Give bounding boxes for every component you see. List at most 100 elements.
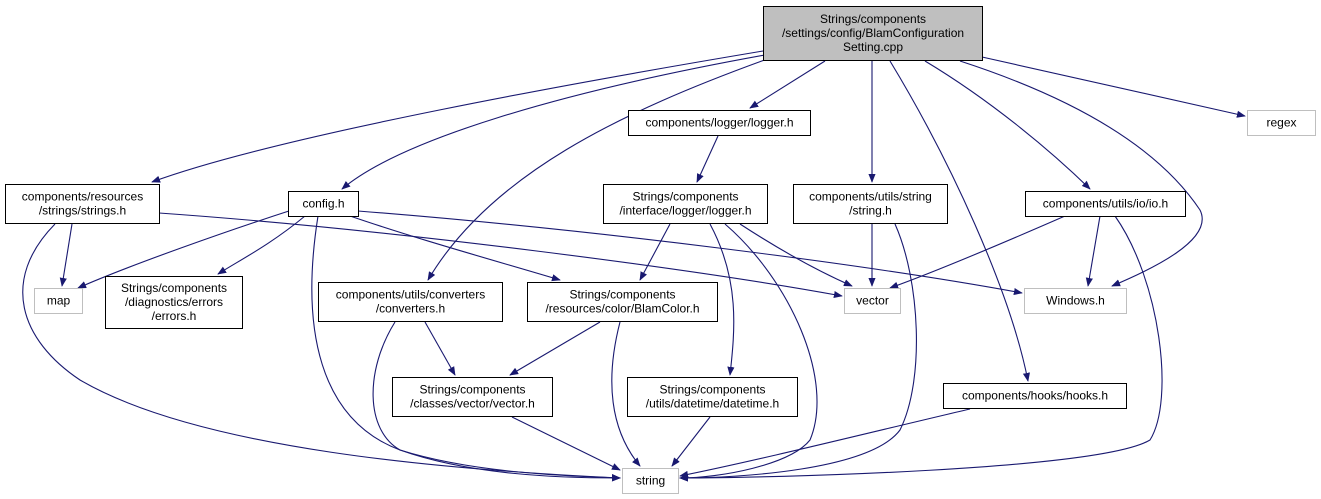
node-vector: vector bbox=[844, 288, 901, 314]
node-box bbox=[627, 377, 798, 417]
edges-layer bbox=[22, 50, 1246, 482]
node-hooks-h[interactable]: components/hooks/hooks.h bbox=[943, 383, 1127, 409]
edge-vector_h-to-string bbox=[511, 416, 621, 471]
node-box bbox=[763, 6, 983, 61]
edge-io_h-to-string bbox=[679, 215, 1163, 482]
edge-main-to-config_h bbox=[341, 54, 766, 190]
node-label-line: /diagnostics/errors bbox=[125, 295, 223, 309]
node-main[interactable]: Strings/components/settings/config/BlamC… bbox=[763, 6, 983, 61]
edge-line bbox=[639, 223, 671, 281]
node-label-line: config.h bbox=[302, 197, 344, 211]
edge-io_h-to-windows_h bbox=[1085, 215, 1101, 287]
edge-main-to-windows_h bbox=[959, 60, 1203, 287]
node-windows-h: Windows.h bbox=[1024, 288, 1127, 314]
edge-config_h-to-string bbox=[311, 215, 621, 482]
node-label-line: Strings/components bbox=[820, 12, 926, 26]
node-label-line: Strings/components bbox=[121, 281, 227, 295]
edge-config_h-to-blamcolor_h bbox=[349, 215, 561, 282]
node-box bbox=[1024, 288, 1127, 314]
edge-converters_h-to-string bbox=[372, 321, 621, 482]
edge-converters_h-to-vector_h bbox=[424, 321, 456, 376]
node-label-line: /interface/logger/logger.h bbox=[619, 204, 751, 218]
node-errors-h[interactable]: Strings/components/diagnostics/errors/er… bbox=[105, 276, 243, 329]
edge-io_h-to-vector bbox=[889, 215, 1066, 289]
node-box bbox=[392, 377, 553, 417]
edge-main-to-converters_h bbox=[427, 57, 771, 281]
node-regex: regex bbox=[1247, 110, 1316, 136]
node-io-h[interactable]: components/utils/io/io.h bbox=[1025, 191, 1186, 217]
edge-line bbox=[424, 321, 456, 376]
node-box bbox=[318, 282, 503, 322]
node-label-line: /utils/datetime/datetime.h bbox=[646, 397, 779, 411]
edge-line bbox=[889, 215, 1066, 289]
node-box bbox=[105, 276, 243, 329]
edge-string_h-to-string bbox=[679, 223, 917, 482]
edge-line bbox=[696, 135, 719, 183]
edge-line bbox=[981, 56, 1246, 118]
node-label-line: regex bbox=[1266, 116, 1296, 130]
node-converters-h[interactable]: components/utils/converters/converters.h bbox=[318, 282, 503, 322]
node-label-line: /settings/config/BlamConfiguration bbox=[782, 26, 964, 40]
node-logger-h[interactable]: components/logger/logger.h bbox=[628, 110, 811, 136]
node-blamcolor-h[interactable]: Strings/components/resources/color/BlamC… bbox=[527, 282, 718, 322]
edge-line bbox=[151, 50, 764, 183]
edge-line bbox=[427, 57, 771, 281]
edge-line bbox=[749, 60, 826, 109]
edge-line bbox=[739, 223, 853, 287]
node-vector-h[interactable]: Strings/components/classes/vector/vector… bbox=[392, 377, 553, 417]
node-label-line: Strings/components bbox=[419, 383, 525, 397]
node-label-line: components/utils/string bbox=[809, 190, 932, 204]
edge-line bbox=[679, 223, 818, 482]
edge-line bbox=[349, 215, 561, 282]
edge-iface_logger_h-to-string bbox=[679, 223, 818, 482]
edge-line bbox=[679, 215, 1163, 482]
edge-line bbox=[671, 416, 711, 467]
node-box bbox=[844, 288, 901, 314]
node-label-line: vector bbox=[856, 294, 889, 308]
edge-main-to-logger_h bbox=[749, 60, 826, 109]
node-label-line: /classes/vector/vector.h bbox=[410, 397, 535, 411]
edge-line bbox=[59, 223, 73, 287]
edge-config_h-to-errors_h bbox=[217, 215, 306, 275]
node-box bbox=[1247, 110, 1316, 136]
node-label-line: Strings/components bbox=[659, 383, 765, 397]
node-label-line: Windows.h bbox=[1046, 294, 1105, 308]
node-strings-h[interactable]: components/resources/strings/strings.h bbox=[5, 184, 160, 224]
node-config-h[interactable]: config.h bbox=[288, 191, 359, 217]
node-label-line: components/utils/converters bbox=[336, 288, 485, 302]
edge-line bbox=[311, 215, 621, 482]
edge-blamcolor_h-to-vector_h bbox=[509, 321, 601, 376]
node-label-line: /converters.h bbox=[376, 302, 445, 316]
edge-line bbox=[1085, 215, 1101, 287]
node-label-line: components/utils/io/io.h bbox=[1043, 197, 1168, 211]
edge-config_h-to-windows_h bbox=[357, 210, 1023, 296]
edge-hooks_h-to-string bbox=[679, 408, 971, 478]
edge-line bbox=[217, 215, 306, 275]
edge-blamcolor_h-to-string bbox=[611, 321, 641, 467]
node-label-line: components/hooks/hooks.h bbox=[962, 389, 1108, 403]
node-label-line: Strings/components bbox=[632, 190, 738, 204]
node-string-h[interactable]: components/utils/string/string.h bbox=[793, 184, 948, 224]
node-label-line: /string.h bbox=[849, 204, 892, 218]
node-label-line: components/resources bbox=[22, 190, 143, 204]
edge-line bbox=[611, 321, 641, 467]
node-box bbox=[1025, 191, 1186, 217]
edge-line bbox=[511, 416, 621, 471]
nodes-layer: Strings/components/settings/config/BlamC… bbox=[5, 6, 1316, 494]
node-box bbox=[288, 191, 359, 217]
edge-line bbox=[372, 321, 621, 482]
edge-datetime_h-to-string bbox=[671, 416, 711, 467]
edge-line bbox=[959, 60, 1203, 287]
edge-line bbox=[22, 223, 621, 482]
node-iface-logger-h[interactable]: Strings/components/interface/logger/logg… bbox=[603, 184, 768, 224]
node-box bbox=[5, 184, 160, 224]
edge-strings_h-to-string bbox=[22, 223, 621, 482]
node-box bbox=[628, 110, 811, 136]
node-datetime-h[interactable]: Strings/components/utils/datetime/dateti… bbox=[627, 377, 798, 417]
node-label-line: /errors.h bbox=[152, 309, 197, 323]
node-label-line: string bbox=[636, 474, 665, 488]
edge-iface_logger_h-to-datetime_h bbox=[709, 223, 735, 376]
edge-logger_h-to-iface_logger_h bbox=[696, 135, 719, 183]
edge-main-to-strings_h bbox=[151, 50, 764, 183]
node-label-line: components/logger/logger.h bbox=[645, 116, 793, 130]
